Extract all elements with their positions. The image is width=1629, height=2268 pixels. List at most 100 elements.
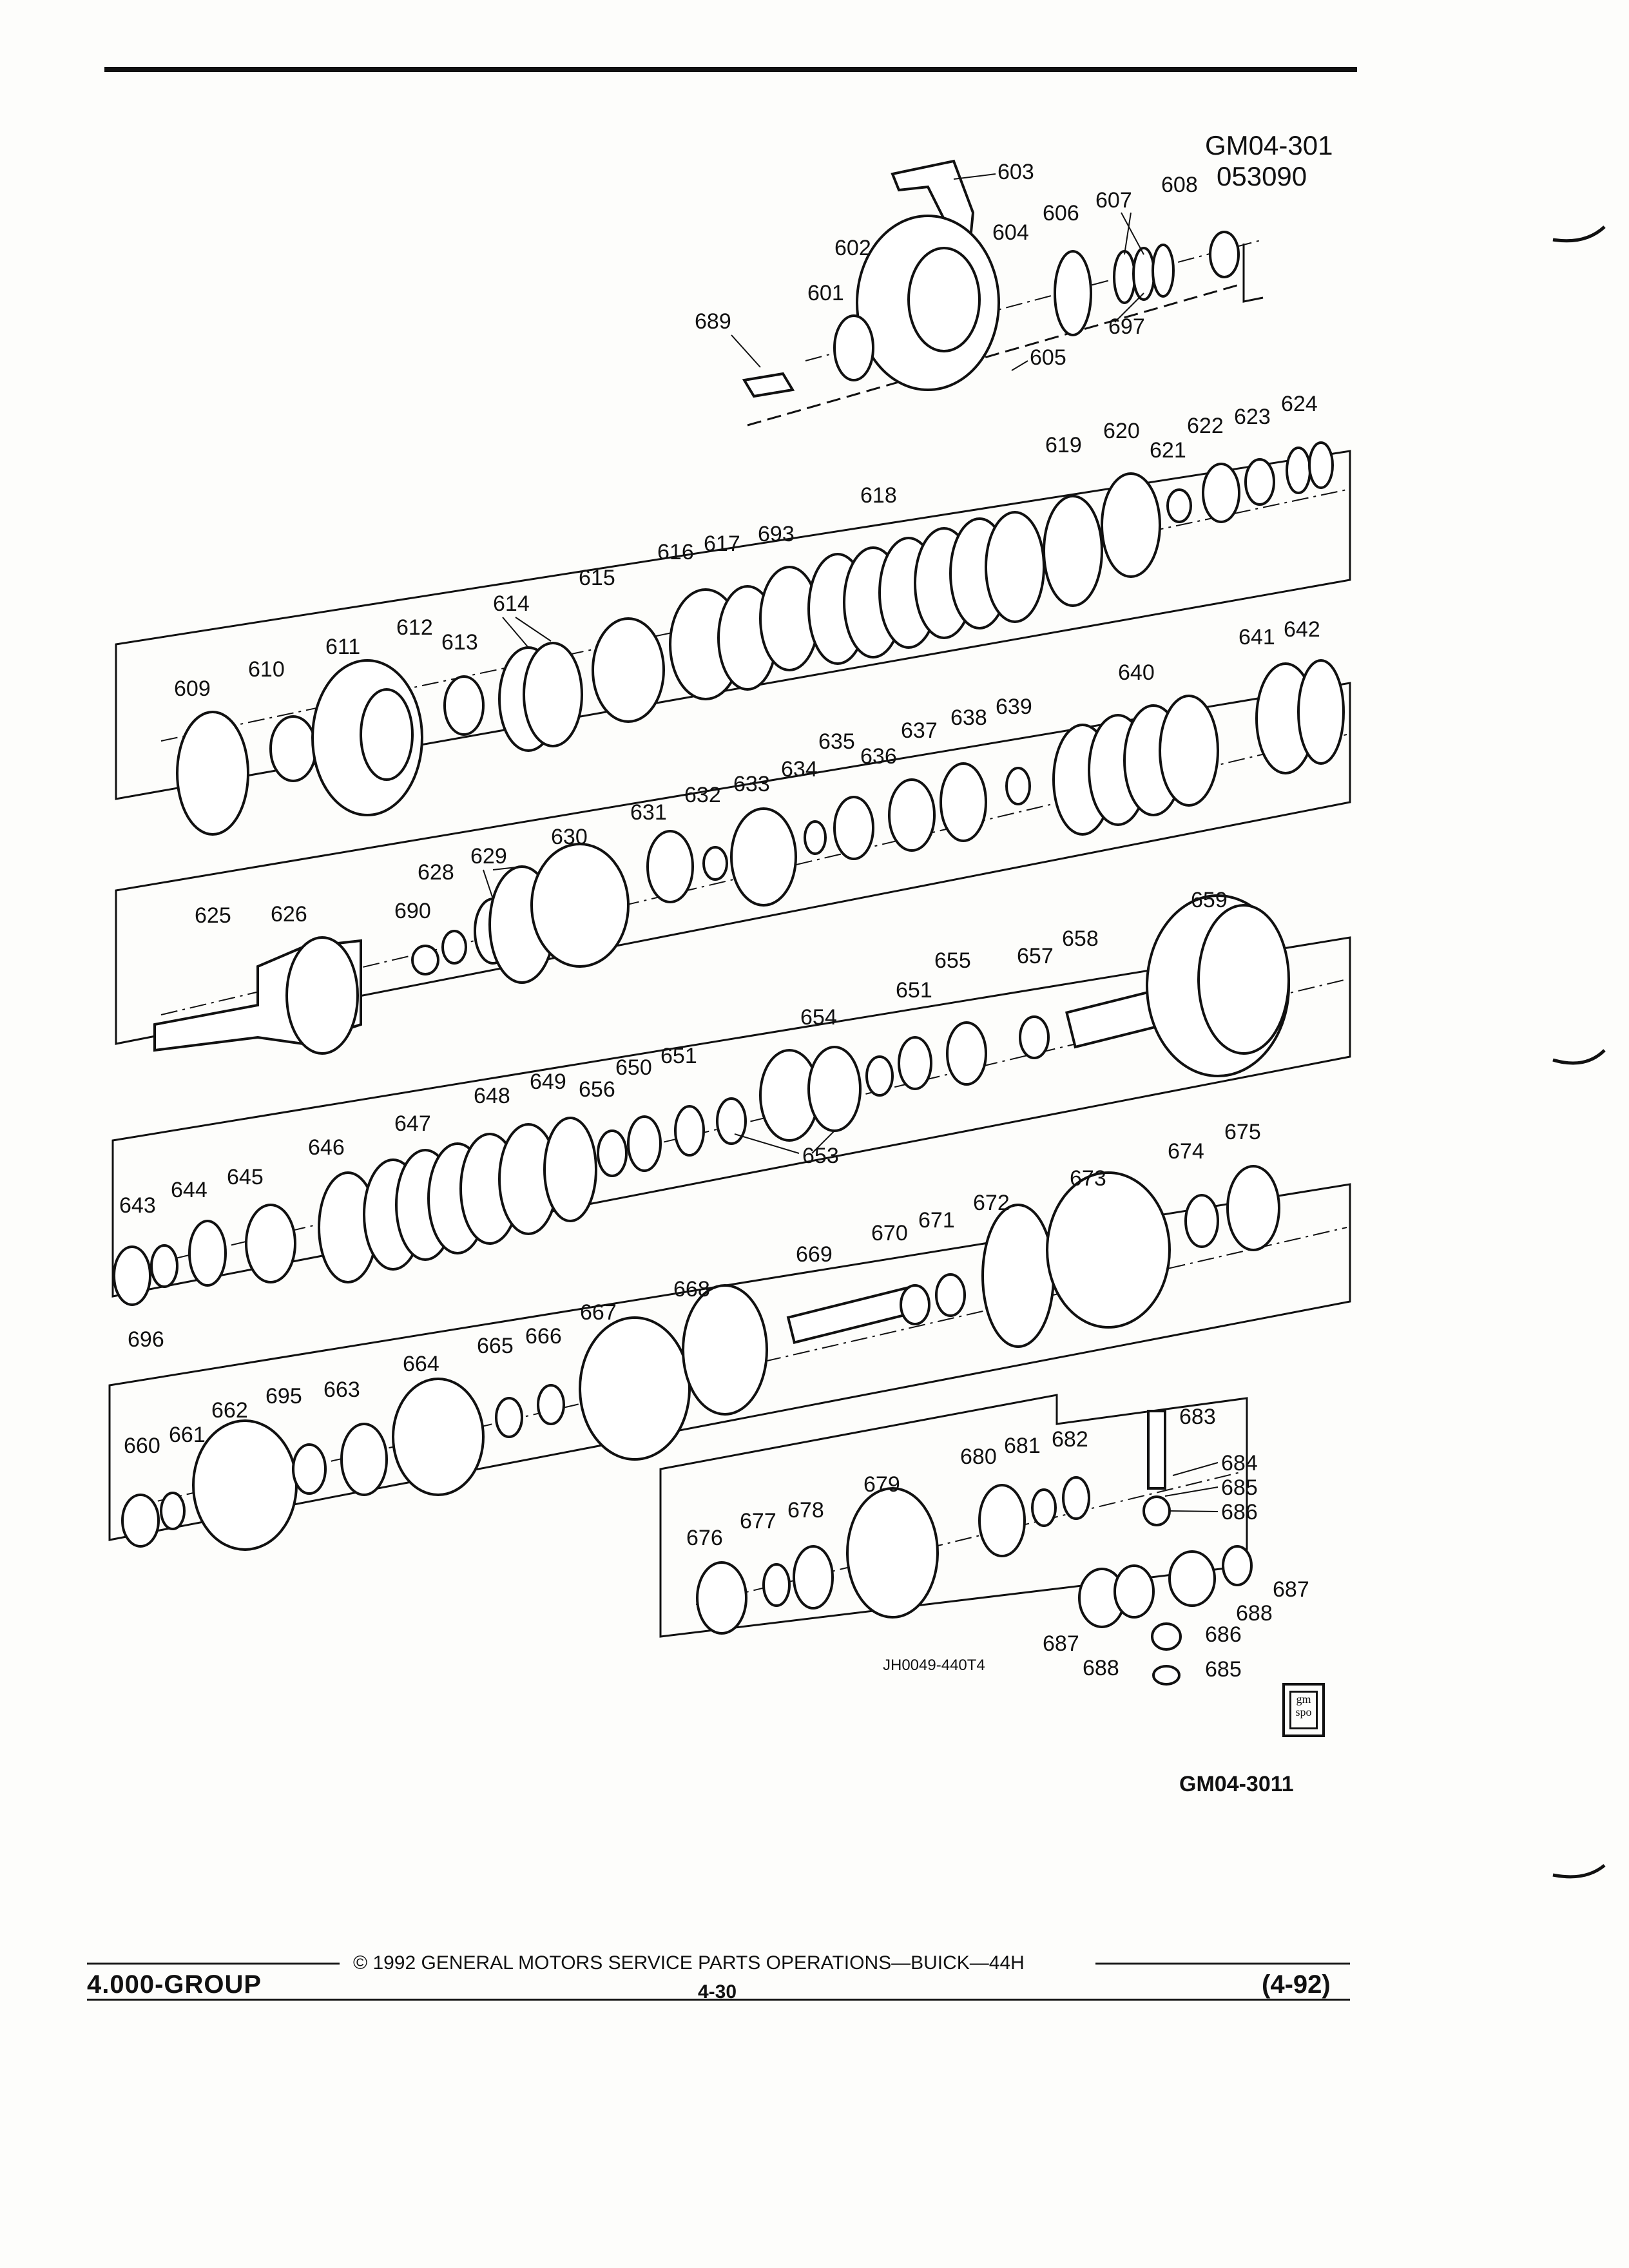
- callout-681: 681: [1004, 1434, 1041, 1458]
- callout-626: 626: [271, 902, 307, 927]
- callout-686: 686: [1205, 1622, 1242, 1647]
- callout-687: 687: [1043, 1631, 1079, 1656]
- part-674-washer: [1184, 1194, 1219, 1248]
- callout-693: 693: [758, 522, 795, 546]
- callout-664: 664: [403, 1352, 439, 1376]
- figure-date: 053090: [1217, 161, 1307, 191]
- callout-690: 690: [394, 899, 431, 923]
- scan-mark-3: [1552, 1864, 1606, 1879]
- callout-670: 670: [871, 1221, 908, 1245]
- part-675-sprocket: [1226, 1165, 1280, 1251]
- callout-643: 643: [119, 1193, 156, 1218]
- part-661-washer: [160, 1492, 186, 1530]
- callout-677: 677: [740, 1509, 776, 1533]
- frame-row-2: [115, 450, 1351, 800]
- callout-675: 675: [1224, 1120, 1261, 1144]
- callout-647: 647: [394, 1111, 431, 1136]
- callout-601: 601: [807, 281, 844, 305]
- part-657-bearing: [1019, 1015, 1050, 1059]
- scan-mark-2: [1552, 1049, 1606, 1065]
- parts: [113, 159, 1345, 1686]
- callout-630: 630: [551, 825, 588, 849]
- callout-636: 636: [860, 744, 897, 769]
- callout-618: 618: [860, 483, 897, 508]
- part-665-washer: [495, 1397, 523, 1438]
- part-619-plate: [1043, 495, 1103, 607]
- footer-rule-bottom: [87, 1999, 1350, 2001]
- part-676-gear: [696, 1561, 747, 1635]
- top-rule: [104, 67, 1357, 72]
- figure-id: GM04-301: [1205, 130, 1333, 160]
- callout-604: 604: [992, 220, 1029, 245]
- callout-646: 646: [308, 1135, 345, 1160]
- callout-649: 649: [530, 1070, 566, 1094]
- callout-685: 685: [1205, 1657, 1242, 1682]
- callout-689: 689: [695, 309, 731, 334]
- part-630-housing: [530, 843, 630, 968]
- callout-672: 672: [973, 1191, 1010, 1215]
- part-663-washer: [340, 1423, 388, 1496]
- callout-609: 609: [174, 677, 211, 701]
- callout-669: 669: [796, 1242, 833, 1267]
- date-code: (4-92): [1262, 1970, 1331, 1999]
- part-632-ring: [702, 846, 728, 881]
- part-622-bearing: [1202, 463, 1240, 523]
- callout-648: 648: [474, 1084, 510, 1108]
- callout-658: 658: [1062, 927, 1099, 951]
- part-686-gear: [1142, 1495, 1171, 1526]
- part-679-diff-case: [846, 1487, 939, 1619]
- part-688-gear: [1168, 1550, 1216, 1607]
- callout-688: 688: [1236, 1601, 1273, 1626]
- callout-671: 671: [918, 1208, 955, 1233]
- callout-653: 653: [802, 1144, 839, 1168]
- scan-mark-1: [1552, 226, 1606, 243]
- part-631-bearing: [646, 830, 694, 903]
- part-671-washer: [935, 1273, 966, 1317]
- callout-638: 638: [950, 706, 987, 730]
- callout-608: 608: [1161, 173, 1198, 197]
- callout-616: 616: [657, 540, 694, 564]
- callout-673: 673: [1070, 1166, 1106, 1191]
- bottom-figure-id: GM04-3011: [1179, 1772, 1294, 1796]
- callout-683: 683: [1179, 1405, 1216, 1429]
- callout-682: 682: [1052, 1427, 1088, 1452]
- callout-614: 614: [493, 591, 530, 616]
- part-623-washer: [1244, 458, 1275, 506]
- callout-605: 605: [1030, 345, 1066, 370]
- callout-635: 635: [818, 729, 855, 754]
- part-664-ring-gear: [392, 1378, 485, 1496]
- part-637-piston: [888, 778, 936, 852]
- group-label: 4.000-GROUP: [87, 1970, 262, 1999]
- part-669-shaft: [786, 1284, 921, 1345]
- callout-619: 619: [1045, 433, 1082, 457]
- part-655-washer: [946, 1021, 987, 1086]
- part-662-carrier: [192, 1419, 298, 1551]
- callout-684: 684: [1221, 1451, 1258, 1475]
- callout-617: 617: [704, 532, 740, 556]
- part-615-piston: [592, 617, 665, 723]
- callout-668: 668: [673, 1277, 710, 1302]
- callout-651: 651: [660, 1044, 697, 1068]
- callout-654: 654: [800, 1005, 837, 1030]
- part-656-washer: [597, 1129, 628, 1177]
- callout-631: 631: [630, 800, 667, 825]
- callout-606: 606: [1043, 201, 1079, 226]
- callout-697: 697: [1108, 314, 1145, 339]
- callout-620: 620: [1103, 419, 1140, 443]
- part-649-snap-ring: [543, 1117, 597, 1222]
- callout-602: 602: [834, 236, 871, 260]
- part-650-bearing: [627, 1115, 662, 1172]
- part-658-shaft: [1065, 990, 1159, 1049]
- part-601-bearing: [833, 314, 874, 381]
- part-678-washer: [793, 1545, 834, 1610]
- part-673-drum: [1046, 1171, 1171, 1329]
- callout-611: 611: [325, 635, 360, 659]
- callout-645: 645: [227, 1165, 264, 1189]
- frame-row-1: [1242, 244, 1264, 303]
- callout-642: 642: [1284, 617, 1320, 642]
- part-606-washer: [1054, 250, 1092, 336]
- part-689-clip: [742, 372, 795, 398]
- part-609-band: [176, 711, 249, 836]
- callout-696: 696: [128, 1327, 164, 1352]
